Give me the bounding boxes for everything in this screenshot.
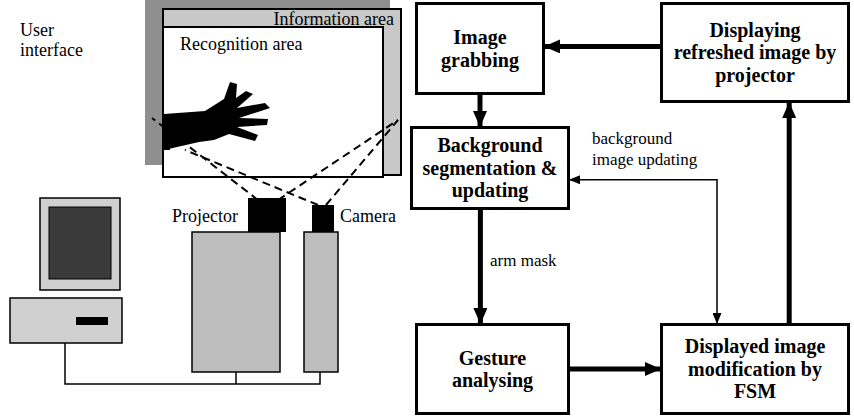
- node-text: Information area: [164, 10, 400, 28]
- process-box: Image grabbing: [415, 2, 545, 95]
- flow-arrow: [787, 103, 792, 323]
- arm: [164, 114, 170, 150]
- information-area: Information areaRecognition area: [162, 8, 402, 176]
- camera-stand: [304, 232, 338, 372]
- camera: [312, 205, 334, 232]
- node-text: Image grabbing: [418, 26, 542, 71]
- edge-label: background image updating: [590, 128, 718, 170]
- drive-slot: [76, 317, 108, 325]
- projection-ray: [278, 120, 398, 200]
- flow-arrow: [545, 44, 660, 49]
- node-text: Displayed image modification by FSM: [663, 335, 847, 402]
- projection-ray: [185, 150, 318, 205]
- monitor: [40, 198, 120, 290]
- monitor-screen: [49, 207, 111, 279]
- flow-arrow: [478, 210, 483, 323]
- part-name: User interface: [20, 20, 100, 60]
- node-text: Recognition area: [164, 28, 382, 54]
- node-text: Displaying refreshed image by projector: [663, 19, 847, 86]
- projector-stand: [192, 232, 280, 372]
- hand: [164, 82, 270, 150]
- edge-label: arm mask: [488, 250, 582, 271]
- process-box: Background segmentation & updating: [410, 126, 570, 210]
- process-box: Displayed image modification by FSM: [660, 323, 850, 415]
- node-text: Background segmentation & updating: [413, 134, 567, 201]
- computer-base: [10, 298, 122, 343]
- process-box: Displaying refreshed image by projector: [660, 2, 850, 103]
- flow-arrow: [570, 180, 717, 323]
- flow-arrow: [570, 367, 660, 372]
- process-box: Gesture analysing: [415, 323, 570, 415]
- cable: [235, 372, 237, 384]
- node-text: Gesture analysing: [418, 347, 567, 392]
- projector: [248, 198, 286, 232]
- flow-arrow: [478, 95, 483, 126]
- cable: [65, 343, 320, 384]
- part-name: Camera: [340, 206, 420, 226]
- projection-ray: [326, 120, 398, 205]
- part-name: Projector: [172, 206, 252, 226]
